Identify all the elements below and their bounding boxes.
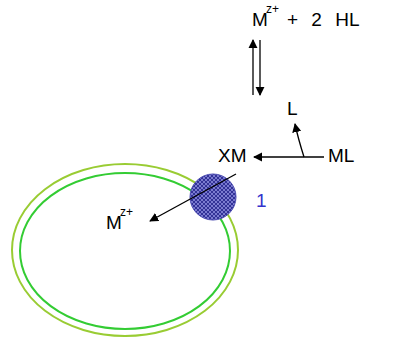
uptake-arrow <box>150 174 236 221</box>
callout-number: 1 <box>256 191 267 212</box>
metal-ion: M <box>106 213 122 234</box>
exchange-arrow <box>254 156 324 157</box>
metal-ion: M <box>252 10 268 31</box>
equilibrium-arrow-up <box>252 40 253 95</box>
complex-label: XM <box>218 146 247 167</box>
charge-superscript: z+ <box>266 3 279 16</box>
ligand-label: L <box>287 99 298 120</box>
ligand-term: + 2 HL <box>287 10 360 31</box>
transporter-protein <box>190 174 236 220</box>
outer-membrane <box>12 164 238 336</box>
equilibrium-arrow-down <box>259 40 260 95</box>
release-arrow <box>295 124 304 157</box>
charge-superscript: z+ <box>120 206 133 219</box>
complex-label: ML <box>328 146 354 167</box>
